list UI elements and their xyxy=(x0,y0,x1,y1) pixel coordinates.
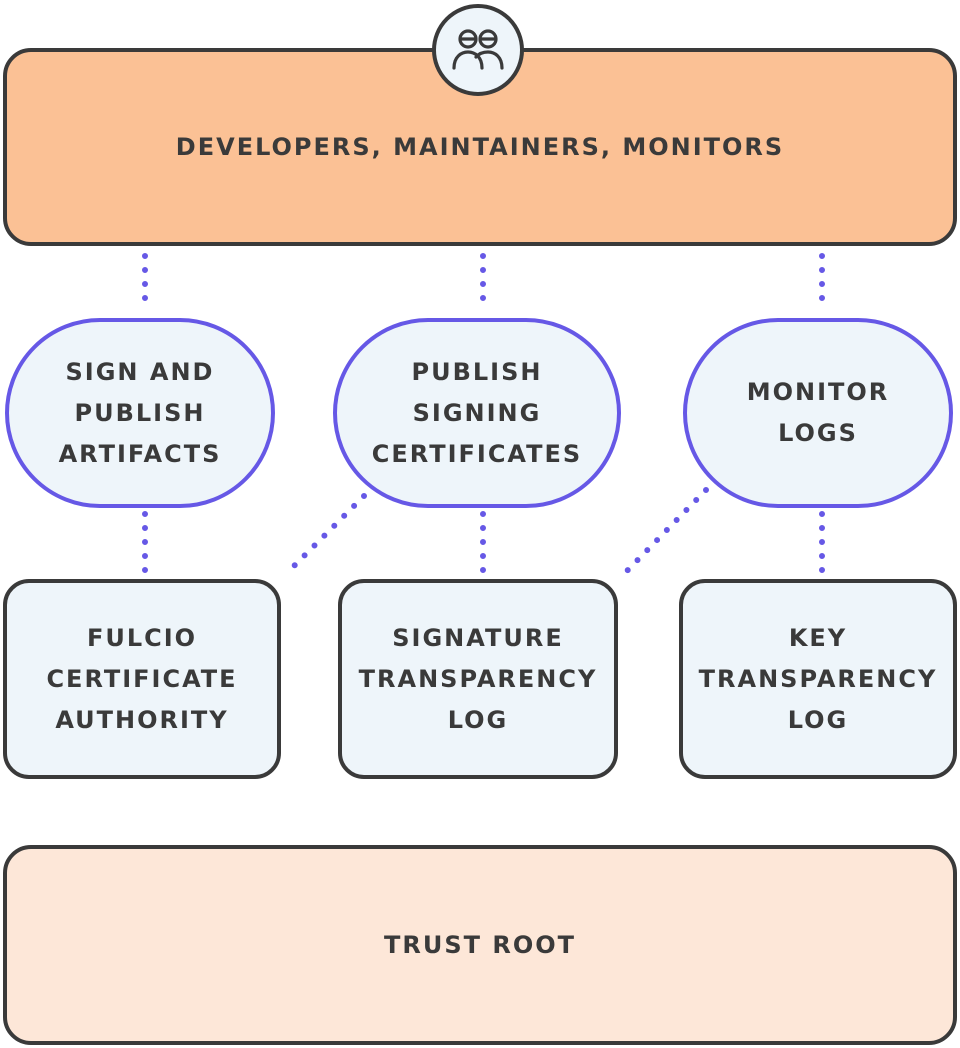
action-label: SIGN AND PUBLISH ARTIFACTS xyxy=(58,357,222,468)
trust-root-box: TRUST ROOT xyxy=(3,845,957,1045)
connector-monitor-to-signature-log xyxy=(617,487,709,581)
service-key-transparency-log: KEY TRANSPARENCY LOG xyxy=(679,579,957,779)
action-label: MONITOR LOGS xyxy=(746,378,890,447)
action-label: PUBLISH SIGNING CERTIFICATES xyxy=(371,357,583,468)
service-label: KEY TRANSPARENCY LOG xyxy=(698,623,938,734)
stakeholders-label: DEVELOPERS, MAINTAINERS, MONITORS xyxy=(175,132,785,161)
people-icon xyxy=(432,4,524,96)
action-sign-and-publish-artifacts: SIGN AND PUBLISH ARTIFACTS xyxy=(5,318,275,508)
service-label: SIGNATURE TRANSPARENCY LOG xyxy=(358,623,598,734)
service-fulcio-certificate-authority: FULCIO CERTIFICATE AUTHORITY xyxy=(3,579,281,779)
action-monitor-logs: MONITOR LOGS xyxy=(683,318,953,508)
connector-publish-certs-to-fulcio xyxy=(283,493,367,577)
trust-root-label: TRUST ROOT xyxy=(383,930,576,959)
service-label: FULCIO CERTIFICATE AUTHORITY xyxy=(46,623,238,734)
service-signature-transparency-log: SIGNATURE TRANSPARENCY LOG xyxy=(338,579,618,779)
action-publish-signing-certificates: PUBLISH SIGNING CERTIFICATES xyxy=(333,318,621,508)
people-icon-glyph xyxy=(452,29,504,70)
